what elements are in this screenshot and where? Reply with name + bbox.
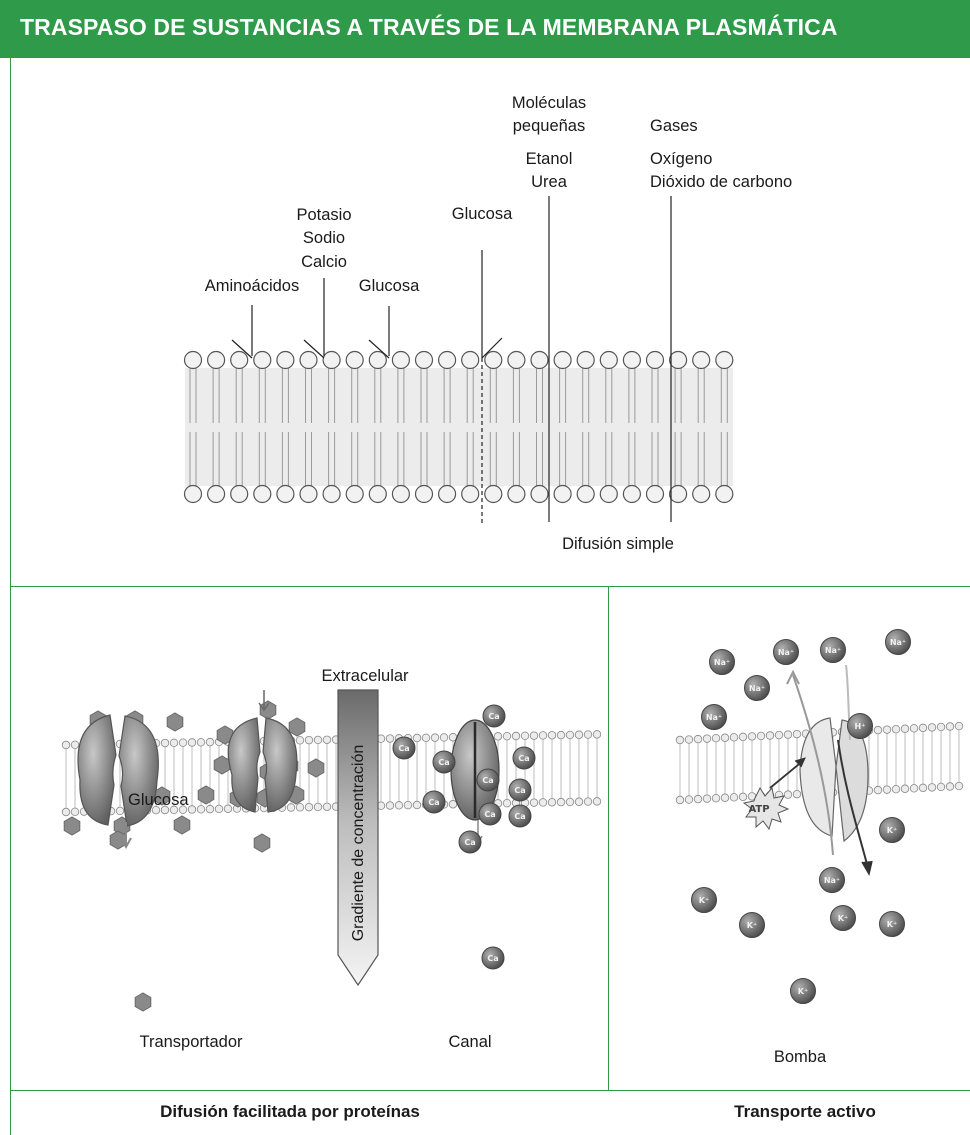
phospholipid-head: [874, 726, 882, 734]
phospholipid-head: [955, 722, 963, 730]
phospholipid-head: [919, 724, 927, 732]
sodium-ion-label: Na⁺: [825, 646, 841, 655]
phospholipid-head: [892, 785, 900, 793]
phospholipid-head: [892, 725, 900, 733]
phospholipid-head: [712, 794, 720, 802]
potassium-ion-label: K⁺: [887, 920, 897, 929]
phospholipid-head: [937, 783, 945, 791]
phospholipid-head: [676, 736, 684, 744]
phospholipid-head: [919, 784, 927, 792]
phospholipid-head: [703, 795, 711, 803]
phospholipid-head: [901, 725, 909, 733]
phospholipid-head: [955, 782, 963, 790]
phospholipid-head: [739, 793, 747, 801]
phospholipid-head: [793, 730, 801, 738]
potassium-ion-label: K⁺: [798, 987, 808, 996]
potassium-ion-label: K⁺: [747, 921, 757, 930]
phospholipid-head: [721, 794, 729, 802]
phospholipid-head: [685, 736, 693, 744]
phospholipid-head: [730, 734, 738, 742]
phospholipid-head: [712, 734, 720, 742]
sodium-ion-label: Na⁺: [778, 648, 794, 657]
phospholipid-head: [775, 731, 783, 739]
phospholipid-head: [883, 786, 891, 794]
atp-text: ATP: [748, 804, 769, 815]
phospholipid-head: [694, 735, 702, 743]
sodium-ion-label: Na⁺: [749, 684, 765, 693]
active-transport-ions: Na⁺ Na⁺ Na⁺ Na⁺ Na⁺ Na⁺ Na⁺ H⁺ K⁺ K⁺ K⁺ K⁺ K⁺ K⁺: [692, 630, 911, 1004]
sodium-ion-label: Na⁺: [824, 876, 840, 885]
phospholipid-head: [793, 790, 801, 798]
phospholipid-head: [676, 796, 684, 804]
phospholipid-head: [910, 785, 918, 793]
caption-transporte-activo: Transporte activo: [700, 1102, 910, 1122]
phospholipid-head: [694, 795, 702, 803]
potassium-ion-label: K⁺: [887, 826, 897, 835]
sodium-ion-label: Na⁺: [890, 638, 906, 647]
phospholipid-head: [910, 725, 918, 733]
phospholipid-head: [928, 784, 936, 792]
phospholipid-head: [721, 734, 729, 742]
phospholipid-head: [766, 732, 774, 740]
phospholipid-head: [730, 794, 738, 802]
phospholipid-head: [784, 791, 792, 799]
phospholipid-head: [874, 786, 882, 794]
phospholipid-head: [703, 735, 711, 743]
potassium-ion-label: K⁺: [699, 896, 709, 905]
phospholipid-head: [937, 723, 945, 731]
label-bomba: Bomba: [750, 1045, 850, 1069]
phospholipid-head: [784, 731, 792, 739]
phospholipid-head: [757, 732, 765, 740]
hydrogen-ion-label: H⁺: [855, 722, 866, 731]
phospholipid-head: [685, 796, 693, 804]
potassium-ion-label: K⁺: [838, 914, 848, 923]
phospholipid-head: [883, 726, 891, 734]
sodium-ion-label: Na⁺: [706, 713, 722, 722]
phospholipid-head: [946, 723, 954, 731]
sodium-ion-label: Na⁺: [714, 658, 730, 667]
phospholipid-head: [928, 724, 936, 732]
phospholipid-head: [901, 785, 909, 793]
phospholipid-head: [748, 733, 756, 741]
phospholipid-head: [946, 783, 954, 791]
phospholipid-head: [739, 733, 747, 741]
